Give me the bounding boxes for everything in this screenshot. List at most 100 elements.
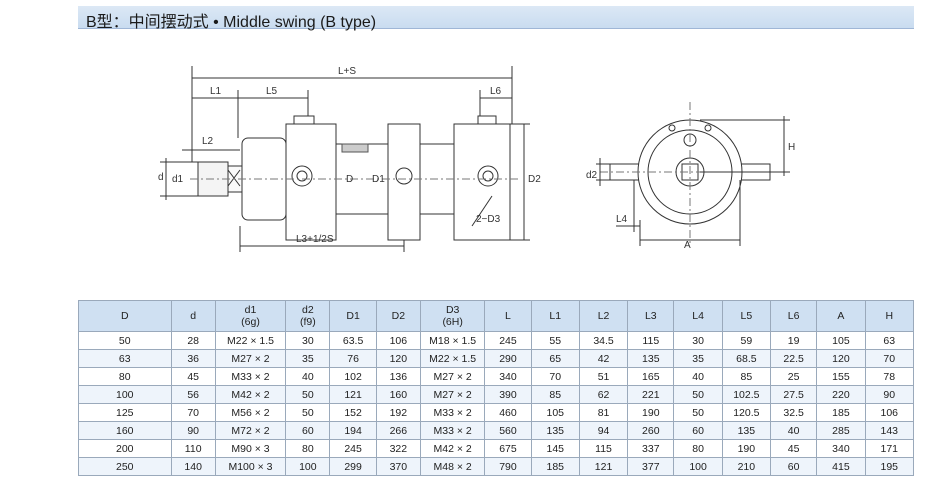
table-cell: 299: [329, 457, 377, 476]
table-cell: 160: [375, 385, 421, 404]
table-cell: 110: [170, 439, 216, 458]
table-cell: M42 × 2: [214, 385, 287, 404]
table-cell: 65: [530, 349, 580, 368]
table-cell: 90: [864, 385, 915, 404]
table-cell: 165: [627, 367, 675, 386]
trunnion-hole-front: [291, 165, 313, 187]
table-cell: 19: [769, 331, 818, 350]
table-cell: 55: [530, 331, 580, 350]
table-cell: 50: [78, 331, 172, 350]
column-header-label: D3: [445, 304, 460, 316]
table-cell: 145: [530, 439, 580, 458]
table-cell: M42 × 2: [419, 439, 486, 458]
table-cell: 50: [285, 403, 331, 422]
table-cell: 100: [673, 457, 723, 476]
column-header-tolerance: (6g): [241, 316, 260, 328]
column-header: d2(f9): [285, 300, 331, 332]
table-cell: 105: [816, 331, 866, 350]
table-cell: 35: [285, 349, 331, 368]
column-header-label: L6: [787, 310, 800, 322]
column-header: H: [864, 300, 915, 332]
label-d2: d2: [586, 170, 598, 181]
table-cell: 51: [578, 367, 629, 386]
column-header-label: L2: [597, 310, 610, 322]
column-header-label: d2: [301, 304, 314, 316]
table-cell: 70: [530, 367, 580, 386]
table-cell: 60: [673, 421, 723, 440]
label-D1: D1: [372, 174, 385, 185]
table-cell: 266: [375, 421, 421, 440]
table-cell: M48 × 2: [419, 457, 486, 476]
column-header-label: L: [505, 310, 511, 322]
table-cell: 50: [673, 403, 723, 422]
table-cell: 63: [78, 349, 172, 368]
table-cell: 80: [285, 439, 331, 458]
table-cell: 35: [673, 349, 723, 368]
label-l6: L6: [490, 86, 502, 97]
table-cell: 32.5: [769, 403, 818, 422]
table-cell: 85: [530, 385, 580, 404]
table-cell: 190: [721, 439, 772, 458]
column-header-label: L4: [692, 310, 704, 322]
table-cell: 115: [627, 331, 675, 350]
column-header-tolerance: (6H): [442, 316, 463, 328]
table-cell: 106: [864, 403, 915, 422]
table-cell: 56: [170, 385, 216, 404]
section-title-bar: B型：中间摆动式 • Middle swing (B type): [78, 6, 914, 31]
column-header-label: L1: [549, 310, 562, 322]
table-cell: 337: [627, 439, 675, 458]
table-cell: 121: [329, 385, 377, 404]
table-cell: 63.5: [329, 331, 377, 350]
table-cell: 260: [627, 421, 675, 440]
table-cell: 125: [78, 403, 172, 422]
technical-drawing: L+S L1 L5 L6 L2 d d1 D D1 D2 2−D3 L3+1/2…: [158, 66, 795, 252]
table-cell: 50: [285, 385, 331, 404]
table-cell: 194: [329, 421, 377, 440]
table-cell: M22 × 1.5: [419, 349, 486, 368]
table-cell: 40: [285, 367, 331, 386]
column-header-label: d: [190, 310, 197, 322]
column-header-label: D2: [391, 310, 406, 322]
table-cell: 185: [530, 457, 580, 476]
label-ls: L+S: [338, 66, 356, 77]
column-header-label: d1: [244, 304, 257, 316]
table-cell: 152: [329, 403, 377, 422]
table-cell: M90 × 3: [214, 439, 287, 458]
table-cell: 185: [816, 403, 866, 422]
table-cell: 78: [864, 367, 915, 386]
table-cell: 135: [721, 421, 772, 440]
column-header-label: D1: [346, 310, 360, 322]
table-cell: 460: [484, 403, 532, 422]
column-header: D: [78, 300, 172, 332]
trunnion-hole-rear: [477, 165, 499, 187]
table-cell: 560: [484, 421, 532, 440]
table-cell: 30: [673, 331, 723, 350]
label-l5: L5: [266, 86, 278, 97]
table-cell: 221: [627, 385, 675, 404]
table-cell: 63: [864, 331, 915, 350]
table-cell: 70: [864, 349, 915, 368]
table-cell: 250: [78, 457, 172, 476]
table-cell: 135: [530, 421, 580, 440]
table-cell: 790: [484, 457, 532, 476]
column-header-label: L5: [740, 310, 753, 322]
table-cell: 40: [673, 367, 723, 386]
table-cell: 121: [578, 457, 629, 476]
table-cell: M33 × 2: [419, 403, 486, 422]
table-cell: 76: [329, 349, 377, 368]
label-l1: L1: [210, 86, 222, 97]
table-cell: 102.5: [721, 385, 772, 404]
table-cell: 200: [78, 439, 172, 458]
table-cell: 190: [627, 403, 675, 422]
table-cell: 62: [578, 385, 629, 404]
table-cell: 30: [285, 331, 331, 350]
column-header: L6: [769, 300, 818, 332]
table-cell: 60: [285, 421, 331, 440]
table-cell: 81: [578, 403, 629, 422]
